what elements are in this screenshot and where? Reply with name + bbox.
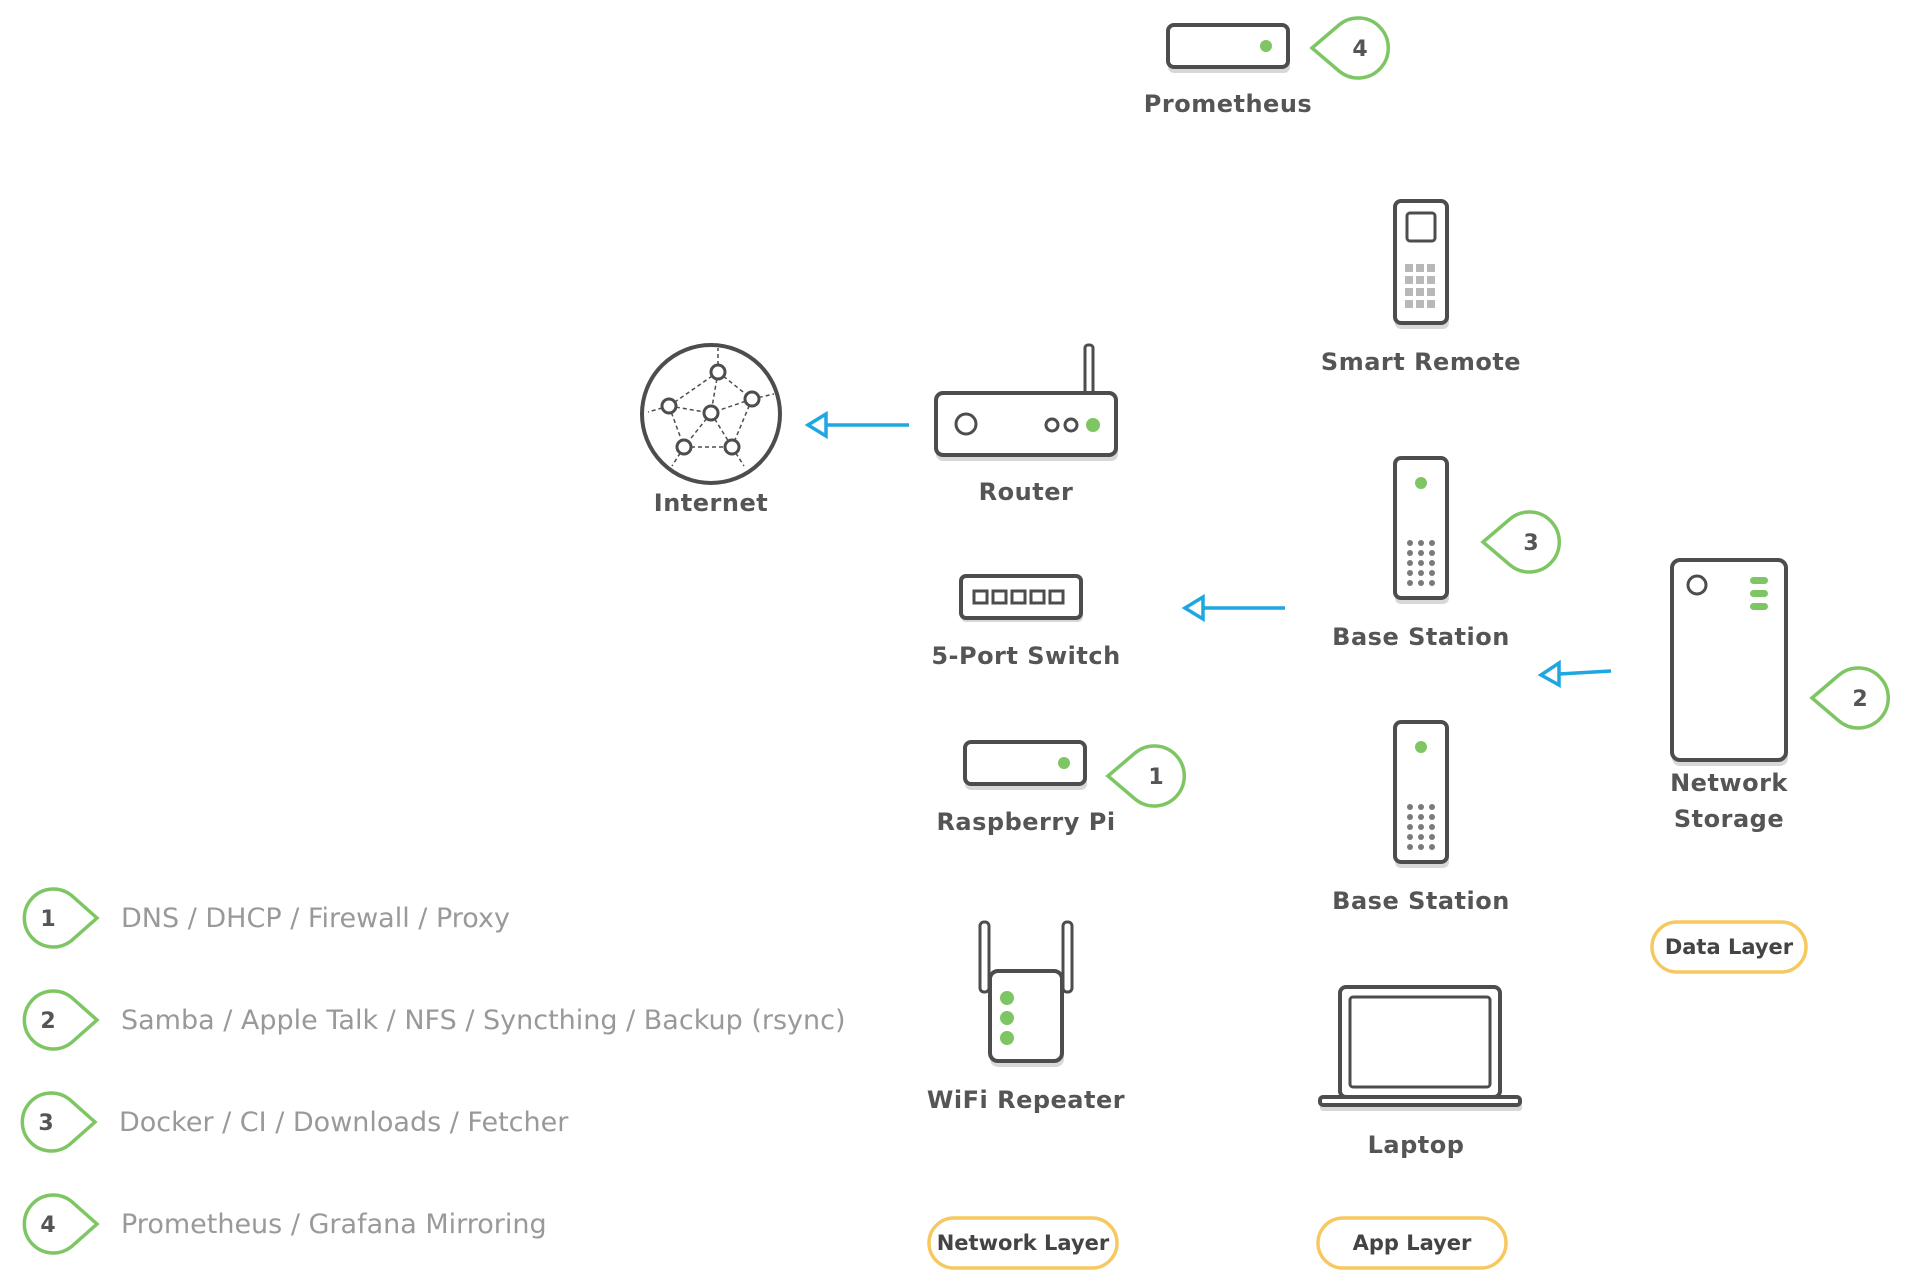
network-storage-label-line2: Storage (1674, 805, 1784, 833)
prometheus-device (1166, 23, 1290, 73)
network-storage-label-line1: Network (1670, 769, 1788, 797)
svg-text:DNS / DHCP / Firewall / Proxy: DNS / DHCP / Firewall / Proxy (121, 903, 510, 934)
svg-text:4: 4 (1352, 37, 1367, 62)
router-label: Router (979, 478, 1074, 506)
network-storage-badge: 2 (1809, 666, 1891, 730)
legend: 1 DNS / DHCP / Firewall / Proxy 2 Samba … (20, 887, 846, 1255)
router-device (934, 343, 1118, 461)
svg-text:Samba / Apple Talk / NFS / Syn: Samba / Apple Talk / NFS / Syncthing / B… (121, 1005, 846, 1036)
legend-item-4: 4 Prometheus / Grafana Mirroring (22, 1193, 547, 1255)
network-layer-pill: Network Layer (927, 1216, 1119, 1270)
svg-text:3: 3 (38, 1111, 53, 1136)
prometheus-label: Prometheus (1144, 90, 1312, 118)
data-layer-pill: Data Layer (1650, 920, 1808, 974)
arrow-storage-to-base-station (1537, 659, 1612, 688)
base-station-1-device (1393, 456, 1449, 604)
prometheus-badge: 4 (1309, 16, 1391, 80)
svg-text:2: 2 (40, 1009, 55, 1034)
svg-text:Network Layer: Network Layer (937, 1231, 1110, 1255)
svg-text:3: 3 (1523, 531, 1538, 556)
arrow-base-station-to-switch (1181, 593, 1285, 623)
smart-remote-label: Smart Remote (1321, 348, 1521, 376)
svg-text:Docker / CI / Downloads / Fetc: Docker / CI / Downloads / Fetcher (119, 1107, 569, 1138)
base-station-badge: 3 (1480, 510, 1562, 574)
internet-globe-icon (640, 343, 782, 485)
network-storage-device (1670, 558, 1788, 766)
raspberry-pi-label: Raspberry Pi (936, 808, 1115, 836)
svg-text:1: 1 (40, 907, 55, 932)
svg-text:Data Layer: Data Layer (1665, 935, 1794, 959)
laptop-device (1318, 985, 1522, 1111)
raspberry-pi-badge: 1 (1105, 744, 1187, 808)
wifi-repeater-label: WiFi Repeater (927, 1086, 1125, 1114)
svg-text:App Layer: App Layer (1353, 1231, 1472, 1255)
internet-label: Internet (654, 489, 768, 517)
app-layer-pill: App Layer (1316, 1216, 1508, 1270)
legend-item-3: 3 Docker / CI / Downloads / Fetcher (20, 1091, 569, 1153)
switch-label: 5-Port Switch (931, 642, 1120, 670)
base-station-1-label: Base Station (1332, 623, 1510, 651)
base-station-2-device (1393, 720, 1449, 868)
raspberry-pi-device (963, 740, 1087, 790)
legend-item-2: 2 Samba / Apple Talk / NFS / Syncthing /… (22, 989, 846, 1051)
base-station-2-label: Base Station (1332, 887, 1510, 915)
laptop-label: Laptop (1368, 1131, 1465, 1159)
arrow-router-to-internet (804, 410, 909, 440)
svg-text:4: 4 (40, 1213, 55, 1238)
svg-text:Prometheus / Grafana Mirroring: Prometheus / Grafana Mirroring (121, 1209, 547, 1240)
wifi-repeater-device (978, 920, 1074, 1067)
smart-remote-device (1393, 199, 1449, 329)
legend-item-1: 1 DNS / DHCP / Firewall / Proxy (22, 887, 510, 949)
svg-text:1: 1 (1148, 765, 1163, 790)
svg-text:2: 2 (1852, 687, 1867, 712)
switch-device (959, 574, 1083, 622)
